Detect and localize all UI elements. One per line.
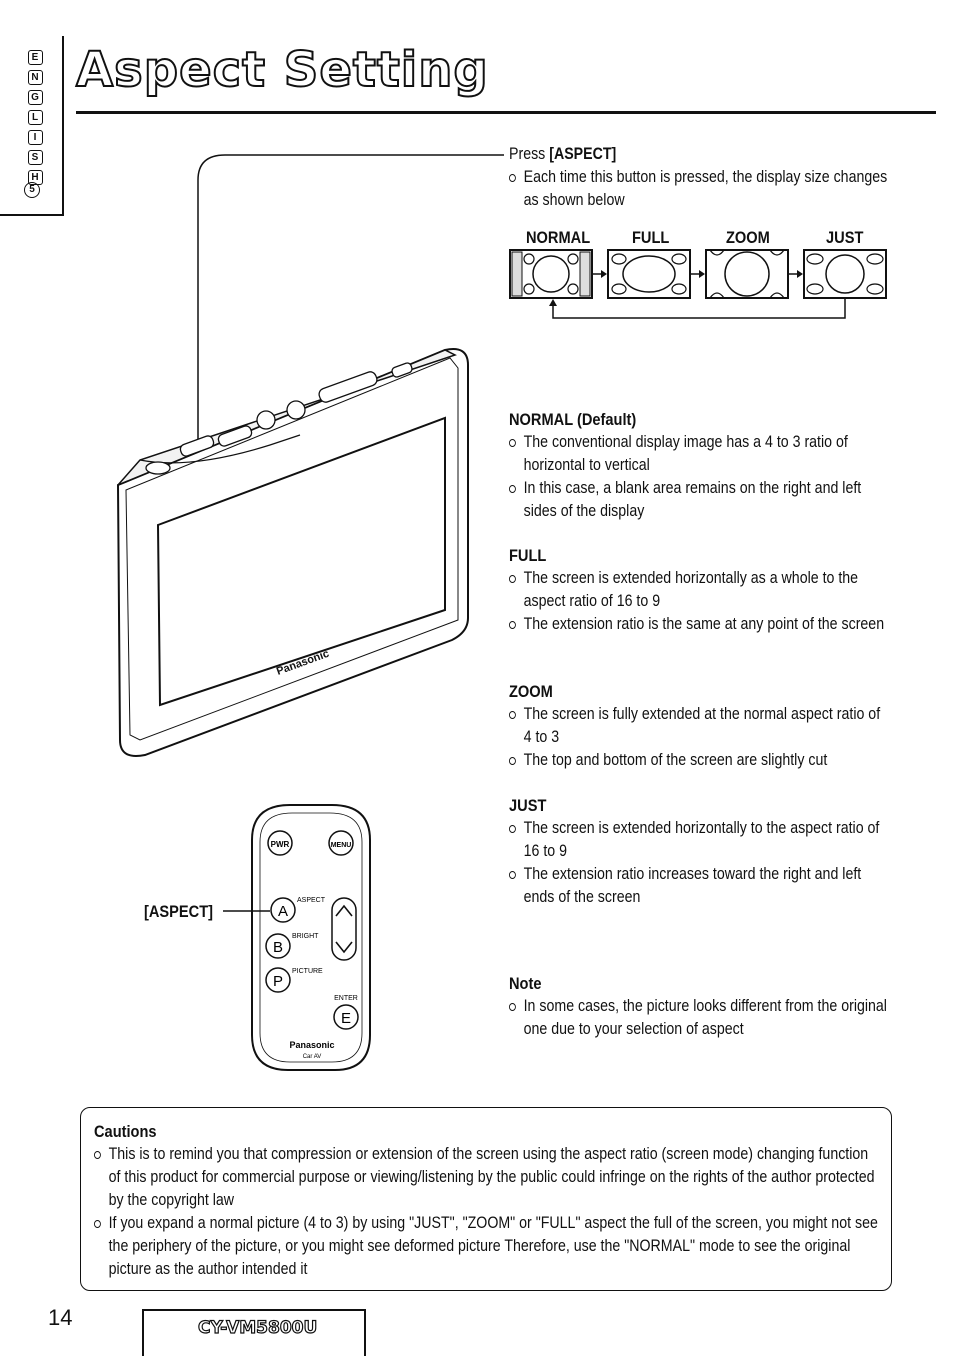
full-mode-icon <box>607 249 691 299</box>
section-bullet: The extension ratio is the same at any p… <box>509 613 887 636</box>
section-bullet: The screen is extended horizontally to t… <box>509 817 887 863</box>
remote-menu-button <box>328 830 354 856</box>
up-arrow-icon <box>335 904 353 917</box>
side-letter: N <box>27 70 43 85</box>
svg-text:BRIGHT: BRIGHT <box>292 933 319 940</box>
svg-text:MENU: MENU <box>331 842 352 849</box>
svg-text:B: B <box>273 939 283 956</box>
note-heading: Note <box>509 974 542 993</box>
remote-picture-button <box>265 967 291 993</box>
section-just: JUST The screen is extended horizontally… <box>509 794 887 909</box>
product-illustration: Panasonic PWR MENU A ASPECT B BRIGHT P P… <box>116 154 504 1071</box>
side-letter: E <box>27 50 43 65</box>
cautions-heading: Cautions <box>94 1122 157 1141</box>
side-letter: I <box>27 130 43 145</box>
note-bullet: In some cases, the picture looks differe… <box>509 995 887 1041</box>
side-tab-letters: E N G L I S H <box>24 50 46 190</box>
svg-text:ENTER: ENTER <box>334 995 358 1002</box>
press-bullet: Each time this button is pressed, the di… <box>509 166 887 212</box>
remote-brand: Panasonic <box>289 1040 334 1050</box>
remote-aspect-button <box>270 897 296 923</box>
caution-item: This is to remind you that compression o… <box>94 1143 881 1212</box>
svg-text:P: P <box>273 973 283 990</box>
remote-enter-button <box>333 1004 359 1030</box>
normal-mode-icon <box>509 249 593 299</box>
title-rule <box>76 111 936 114</box>
cautions-box <box>80 1107 892 1291</box>
svg-text:ASPECT: ASPECT <box>297 897 326 904</box>
press-instruction: Press [ASPECT] Each time this button is … <box>509 143 887 212</box>
section-normal: NORMAL (Default) The conventional displa… <box>509 408 887 523</box>
language-side-tab <box>0 36 64 216</box>
section-heading: FULL <box>509 546 547 565</box>
remote-control-illustration: PWR MENU A ASPECT B BRIGHT P PICTURE ENT… <box>223 804 371 1071</box>
svg-text:PICTURE: PICTURE <box>292 968 323 975</box>
side-letter: S <box>27 150 43 165</box>
section-bullet: The extension ratio increases toward the… <box>509 863 887 909</box>
section-zoom: ZOOM The screen is fully extended at the… <box>509 680 887 772</box>
remote-up-down-rocker <box>331 897 357 961</box>
press-bullets: Each time this button is pressed, the di… <box>509 166 887 212</box>
svg-text:PWR: PWR <box>271 840 290 849</box>
side-tab-number: 5 <box>24 182 40 198</box>
section-full: FULL The screen is extended horizontally… <box>509 544 887 636</box>
monitor-illustration: Panasonic <box>116 348 469 757</box>
zoom-mode-icon <box>705 249 789 299</box>
section-heading: NORMAL (Default) <box>509 410 637 429</box>
model-box <box>142 1309 366 1356</box>
mode-label-zoom: ZOOM <box>726 228 770 247</box>
aspect-mode-diagram <box>509 249 887 319</box>
page-title: Aspect Setting <box>75 41 489 99</box>
mode-label-normal: NORMAL <box>526 228 591 247</box>
svg-text:Car AV: Car AV <box>303 1054 322 1060</box>
svg-text:A: A <box>278 903 288 920</box>
aspect-button-label: [ASPECT] <box>549 145 617 163</box>
aspect-leader-line <box>197 154 504 445</box>
press-line: Press [ASPECT] <box>509 145 617 163</box>
mode-label-just: JUST <box>826 228 864 247</box>
section-bullet: The top and bottom of the screen are sli… <box>509 749 887 772</box>
down-arrow-icon <box>335 941 353 954</box>
remote-bright-button <box>265 933 291 959</box>
side-letter: G <box>27 90 43 105</box>
remote-power-button <box>267 830 293 856</box>
section-bullet: The screen is extended horizontally as a… <box>509 567 887 613</box>
section-heading: JUST <box>509 796 547 815</box>
section-bullet: The conventional display image has a 4 t… <box>509 431 887 477</box>
remote-aspect-callout: [ASPECT] <box>144 902 214 921</box>
section-heading: ZOOM <box>509 682 553 701</box>
model-name: CY-VM5800U <box>197 1317 318 1338</box>
section-bullet: The screen is fully extended at the norm… <box>509 703 887 749</box>
page-number: 14 <box>48 1305 73 1330</box>
mode-label-full: FULL <box>632 228 670 247</box>
cautions-content: Cautions This is to remind you that comp… <box>94 1120 881 1281</box>
note-section: Note In some cases, the picture looks di… <box>509 972 887 1041</box>
svg-text:E: E <box>341 1010 351 1027</box>
aspect-mode-labels: NORMAL FULL ZOOM JUST <box>526 228 906 250</box>
side-letter: L <box>27 110 43 125</box>
section-bullet: In this case, a blank area remains on th… <box>509 477 887 523</box>
caution-item: If you expand a normal picture (4 to 3) … <box>94 1212 881 1281</box>
just-mode-icon <box>803 249 887 299</box>
